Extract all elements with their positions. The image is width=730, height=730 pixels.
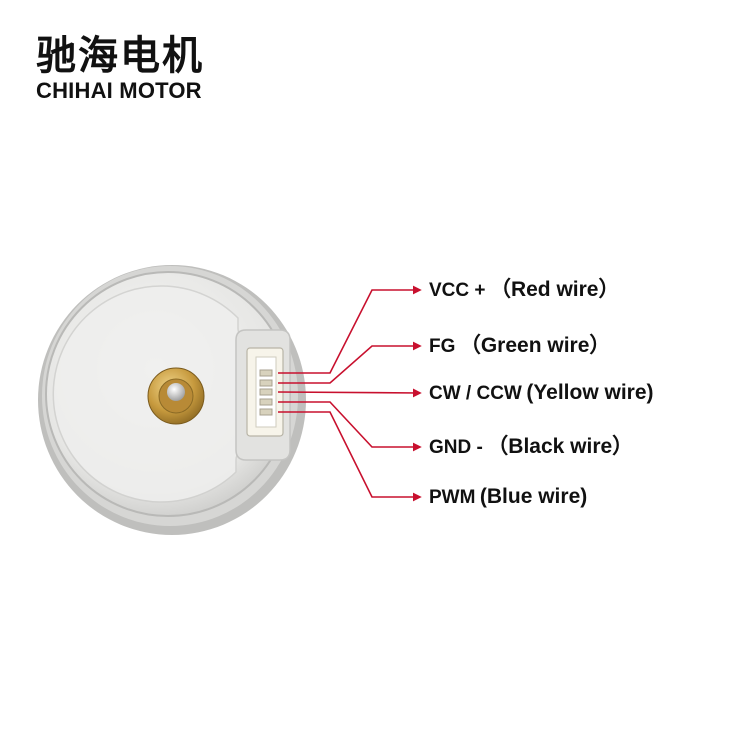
brand-name-chinese: 驰海电机 [36,33,204,79]
brand-name-english: CHIHAI MOTOR [36,78,202,103]
wire-code: PWM [429,487,476,508]
callout-leaders [277,285,422,502]
wire-description: （Green wire） [459,334,611,357]
wire-label: CW / CCW (Yellow wire) [429,382,654,403]
leader-line-cw-ccw [277,388,422,398]
wire-code: CW / CCW [429,383,522,404]
wire-code: VCC + [429,280,486,301]
leader-line-vcc [278,285,422,374]
connector-pin [259,388,273,396]
leader-line-gnd [278,401,422,452]
wire-label: PWM (Blue wire) [429,486,587,507]
shaft-bushing [147,367,205,425]
connector-pin [259,398,273,406]
connector-pin [259,408,273,416]
connector-pin [259,369,273,377]
wire-label: VCC + （Red wire） [429,279,619,300]
wire-connector [246,347,284,437]
wire-label: GND - （Black wire） [429,436,633,457]
wire-description: （Red wire） [489,278,620,301]
connector-pin [259,379,273,387]
wire-description: (Yellow wire) [526,381,654,404]
wire-description: (Blue wire) [479,485,588,508]
leader-line-fg [278,341,422,384]
wire-description: （Black wire） [487,435,634,458]
wire-label: FG （Green wire） [429,335,610,356]
wire-code: FG [429,336,456,357]
leader-line-pwm [278,411,422,502]
wire-code: GND - [429,437,483,458]
